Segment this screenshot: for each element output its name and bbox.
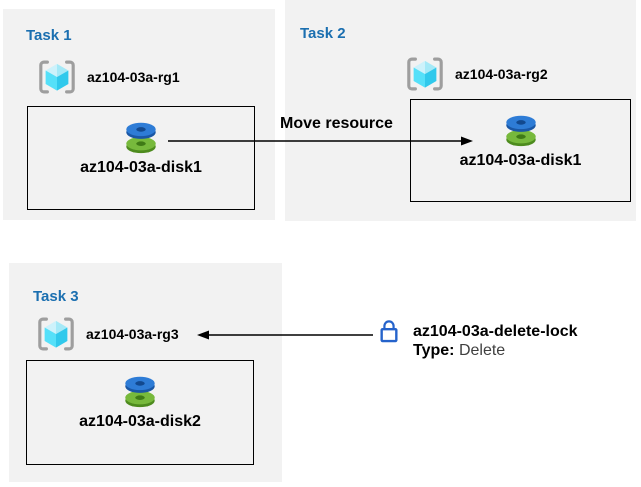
disk-name: az104-03a-disk2 <box>79 413 201 430</box>
move-resource-label: Move resource <box>280 115 393 132</box>
disk-name: az104-03a-disk1 <box>80 159 202 176</box>
lock-arrow <box>197 330 373 340</box>
task1-resource-group: az104-03a-rg1 <box>36 56 180 98</box>
lock-box <box>373 315 405 352</box>
task2-panel: Task 2 az104-03a-rg2 <box>285 0 636 221</box>
task1-heading: Task 1 <box>26 27 72 45</box>
resource-group-name: az104-03a-rg1 <box>87 69 180 85</box>
disk-icon <box>502 100 540 148</box>
task2-resource-box: az104-03a-disk1 <box>410 99 631 202</box>
disk-icon <box>121 361 159 409</box>
resource-group-icon <box>35 313 77 355</box>
task3-resource-box: az104-03a-disk2 <box>26 360 254 465</box>
resource-group-name: az104-03a-rg2 <box>455 66 548 82</box>
task3-resource-group: az104-03a-rg3 <box>35 313 179 355</box>
lock-name: az104-03a-delete-lock <box>413 323 578 340</box>
task3-panel: Task 3 az104-03a-rg3 <box>9 263 282 482</box>
resource-group-name: az104-03a-rg3 <box>86 326 179 342</box>
lock-type-label: Type: <box>413 342 455 359</box>
disk-name: az104-03a-disk1 <box>459 152 582 169</box>
task1-panel: Task 1 az104-03a-rg1 <box>3 9 275 220</box>
lock-text: az104-03a-delete-lock Type: Delete <box>413 322 578 360</box>
task2-resource-group: az104-03a-rg2 <box>404 53 548 95</box>
resource-group-icon <box>36 56 78 98</box>
lock-icon <box>378 317 400 350</box>
task3-heading: Task 3 <box>33 288 79 306</box>
task2-heading: Task 2 <box>300 25 346 43</box>
lock-type: Type: Delete <box>413 341 578 360</box>
disk-icon <box>122 107 160 155</box>
task1-resource-box: az104-03a-disk1 <box>27 106 255 210</box>
resource-group-icon <box>404 53 446 95</box>
move-arrow <box>168 136 473 146</box>
lock-type-value: Delete <box>458 342 506 359</box>
